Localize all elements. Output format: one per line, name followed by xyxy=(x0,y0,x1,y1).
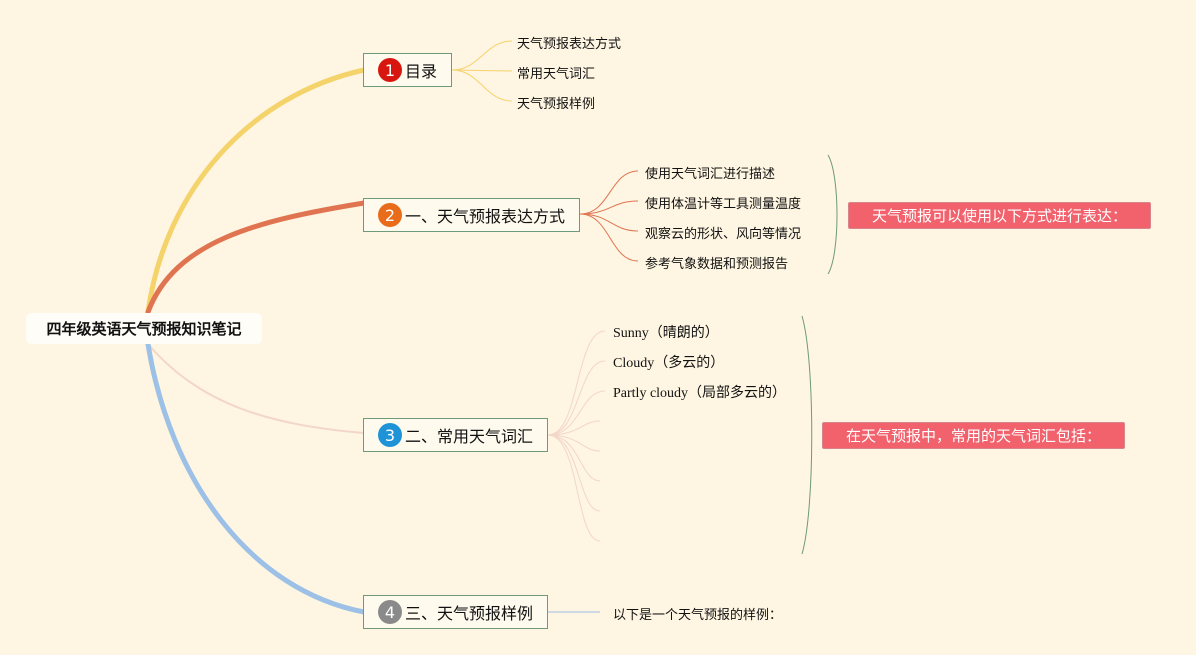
leaf-line xyxy=(579,170,639,215)
topic-forecast-example[interactable]: 4 三、天气预报样例 xyxy=(363,595,548,629)
leaf-item[interactable]: Cloudy（多云的） xyxy=(613,356,725,371)
leaf-item[interactable]: 使用体温计等工具测量温度 xyxy=(645,197,802,212)
root-label: 四年级英语天气预报知识笔记 xyxy=(46,320,242,338)
number-badge-icon: 4 xyxy=(378,600,402,624)
leaf-item[interactable]: Sunny（晴朗的） xyxy=(613,326,719,341)
topic-label: 二、常用天气词汇 xyxy=(405,427,534,446)
number-badge-icon: 2 xyxy=(378,203,402,227)
topic-expression-methods[interactable]: 2 一、天气预报表达方式 xyxy=(363,198,580,232)
number-badge-icon: 1 xyxy=(378,58,402,82)
root-topic[interactable]: 四年级英语天气预报知识笔记 xyxy=(26,313,262,344)
summary-bracket-2 xyxy=(827,154,838,275)
branch-2-line xyxy=(145,200,367,315)
leaf-line xyxy=(451,69,513,72)
leaf-line xyxy=(547,330,606,436)
leaf-item[interactable]: 参考气象数据和预测报告 xyxy=(645,257,789,272)
leaf-item[interactable]: 天气预报样例 xyxy=(517,97,596,112)
leaf-line xyxy=(547,434,601,482)
leaf-line xyxy=(579,213,639,232)
topic-label: 目录 xyxy=(405,62,438,81)
leaf-item[interactable]: Partly cloudy（局部多云的） xyxy=(613,386,787,401)
branch-1-line xyxy=(145,67,367,315)
topic-table-of-contents[interactable]: 1 目录 xyxy=(363,53,452,87)
leaf-line xyxy=(547,420,601,436)
leaf-line xyxy=(451,40,513,71)
branch-3-line xyxy=(147,343,365,434)
summary-callout[interactable]: 在天气预报中，常用的天气词汇包括： xyxy=(822,422,1125,449)
leaf-item[interactable]: 观察云的形状、风向等情况 xyxy=(645,227,802,242)
leaf-item[interactable]: 常用天气词汇 xyxy=(517,67,596,82)
leaf-item[interactable]: 以下是一个天气预报的样例： xyxy=(613,608,783,623)
leaf-line xyxy=(547,360,606,436)
number-badge-icon: 3 xyxy=(378,423,402,447)
summary-bracket-3 xyxy=(801,315,813,555)
leaf-item[interactable]: 使用天气词汇进行描述 xyxy=(645,167,776,182)
leaf-line xyxy=(547,390,606,436)
leaf-line xyxy=(547,434,601,542)
leaf-line xyxy=(579,213,639,262)
leaf-item[interactable]: 天气预报表达方式 xyxy=(517,37,622,52)
leaf-line xyxy=(547,434,601,512)
leaf-line xyxy=(579,200,639,215)
topic-common-vocabulary[interactable]: 3 二、常用天气词汇 xyxy=(363,418,548,452)
summary-callout[interactable]: 天气预报可以使用以下方式进行表达： xyxy=(848,202,1151,229)
leaf-line xyxy=(547,434,601,452)
branch-4-line xyxy=(145,341,367,615)
leaf-line xyxy=(451,69,513,102)
topic-label: 三、天气预报样例 xyxy=(405,604,534,623)
topic-label: 一、天气预报表达方式 xyxy=(405,207,566,226)
